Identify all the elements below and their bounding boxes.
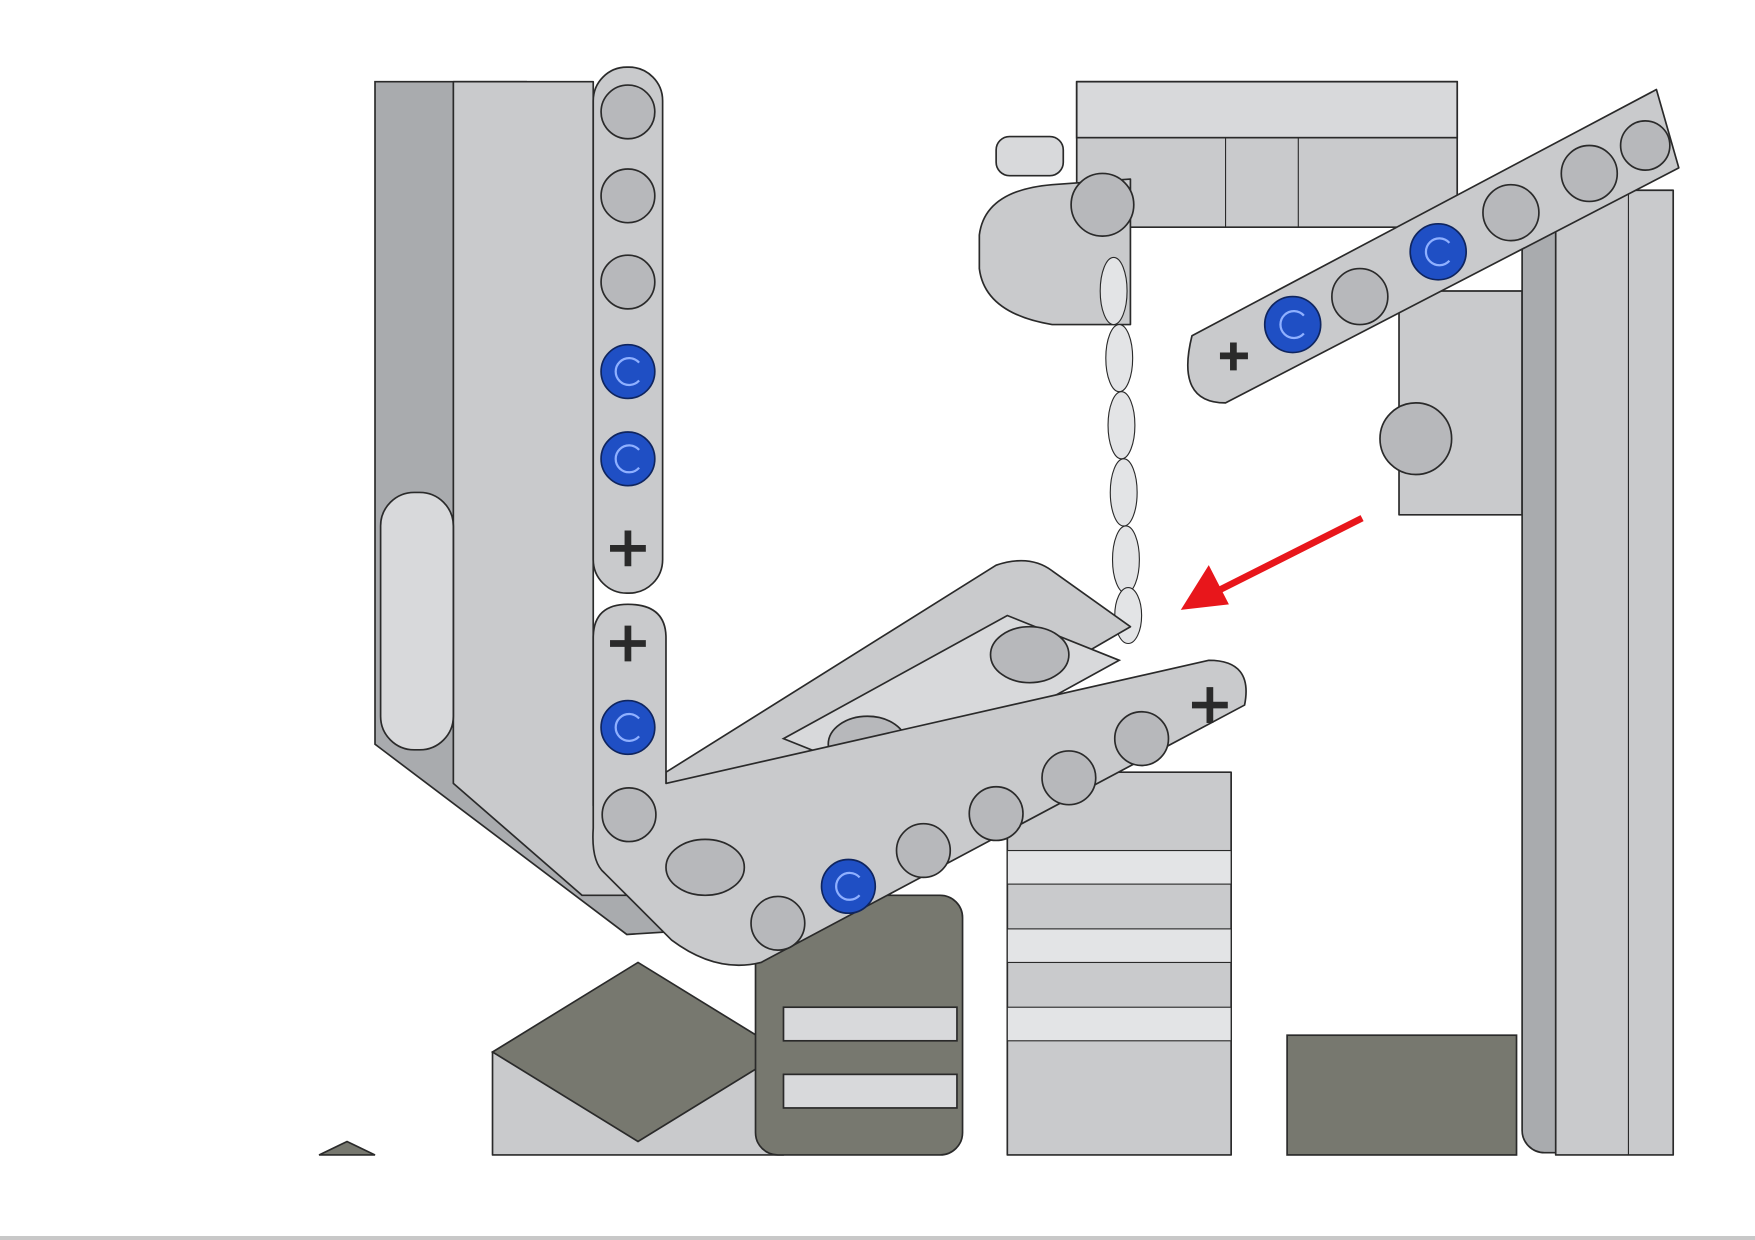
blue-pin	[600, 343, 656, 400]
red-arrow-icon	[1180, 515, 1364, 610]
chain	[1099, 256, 1143, 645]
page-bottom-divider	[0, 1236, 1755, 1240]
right-column	[1379, 189, 1675, 1156]
bottom-parts	[318, 771, 1518, 1156]
blue-pin	[600, 431, 656, 487]
blue-pin	[1409, 222, 1468, 281]
vertical-liftarm	[592, 66, 664, 594]
l-liftarm	[592, 603, 1247, 966]
blue-pin	[600, 699, 656, 756]
blue-pin	[1263, 295, 1322, 354]
top-right-block	[978, 80, 1459, 326]
left-frame	[374, 80, 719, 936]
top-right-liftarm	[1186, 88, 1680, 404]
blue-pin	[820, 858, 877, 915]
